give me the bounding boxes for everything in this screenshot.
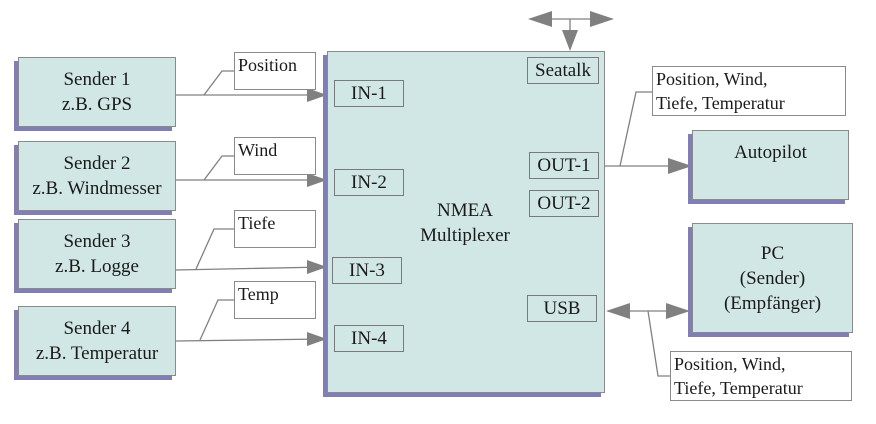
label-wind: Wind <box>234 137 316 175</box>
sender-1-title: Sender 1 <box>63 69 131 90</box>
sender-1-subtitle: z.B. GPS <box>61 94 133 115</box>
multiplexer-title: NMEA Multiplexer <box>380 198 550 248</box>
leader-tiefe <box>195 228 234 270</box>
sender-4-subtitle: z.B. Temperatur <box>35 343 159 364</box>
leader-usb <box>647 310 670 377</box>
leader-position <box>203 70 234 96</box>
arrowhead-in2 <box>307 173 327 187</box>
label-out1-data: Position, Wind, Tiefe, Temperatur <box>652 66 846 116</box>
port-in-3: IN-3 <box>332 257 402 284</box>
port-usb: USB <box>527 295 597 322</box>
leader-out1 <box>619 91 652 167</box>
autopilot-label: Autopilot <box>734 142 807 163</box>
label-out1-line1: Position, Wind, <box>656 69 768 89</box>
pc-empfaenger: (Empfänger) <box>723 292 822 314</box>
port-in-4: IN-4 <box>334 325 404 352</box>
wire-sender3-in3 <box>175 266 326 271</box>
arrowhead-in3 <box>307 260 327 274</box>
autopilot-box: Autopilot <box>692 130 849 200</box>
arrowhead-usb <box>606 303 630 319</box>
label-usb-line1: Position, Wind, <box>674 354 786 374</box>
leader-temp <box>199 299 234 341</box>
sender-2-subtitle: z.B. Windmesser <box>32 178 162 199</box>
sender-1-box: Sender 1 z.B. GPS <box>18 57 176 127</box>
port-in-1: IN-1 <box>334 80 404 107</box>
seatalk-arrow-left <box>528 11 552 27</box>
sender-2-title: Sender 2 <box>63 153 131 174</box>
sender-4-title: Sender 4 <box>63 318 131 339</box>
pc-title: PC <box>760 242 785 264</box>
multiplexer-line1: NMEA <box>437 200 493 221</box>
label-out1-line2: Tiefe, Temperatur <box>656 93 785 113</box>
multiplexer-line2: Multiplexer <box>420 225 510 246</box>
leader-wind <box>203 155 234 181</box>
sender-3-title: Sender 3 <box>63 231 131 252</box>
port-in-2: IN-2 <box>334 169 404 196</box>
pc-sender: (Sender) <box>739 267 806 289</box>
pc-box: PC (Sender) (Empfänger) <box>692 223 853 333</box>
port-out-1: OUT-1 <box>529 152 599 179</box>
wire-sender4-in4 <box>175 338 326 342</box>
arrowhead-pc <box>666 303 690 319</box>
port-out-2: OUT-2 <box>529 190 599 217</box>
arrowhead-autopilot <box>668 158 692 174</box>
seatalk-arrow-down <box>562 30 578 51</box>
sender-3-subtitle: z.B. Logge <box>55 256 139 277</box>
label-position: Position <box>234 52 316 90</box>
sender-4-box: Sender 4 z.B. Temperatur <box>18 306 176 376</box>
port-seatalk: Seatalk <box>527 57 599 84</box>
arrowhead-in1 <box>307 88 327 102</box>
arrowhead-in4 <box>307 332 327 346</box>
label-tiefe: Tiefe <box>234 210 316 248</box>
label-usb-line2: Tiefe, Temperatur <box>674 378 803 398</box>
sender-2-box: Sender 2 z.B. Windmesser <box>18 141 176 211</box>
seatalk-arrow-right <box>590 11 614 27</box>
label-usb-data: Position, Wind, Tiefe, Temperatur <box>670 351 852 401</box>
sender-3-box: Sender 3 z.B. Logge <box>18 219 176 289</box>
label-temp: Temp <box>234 281 316 319</box>
